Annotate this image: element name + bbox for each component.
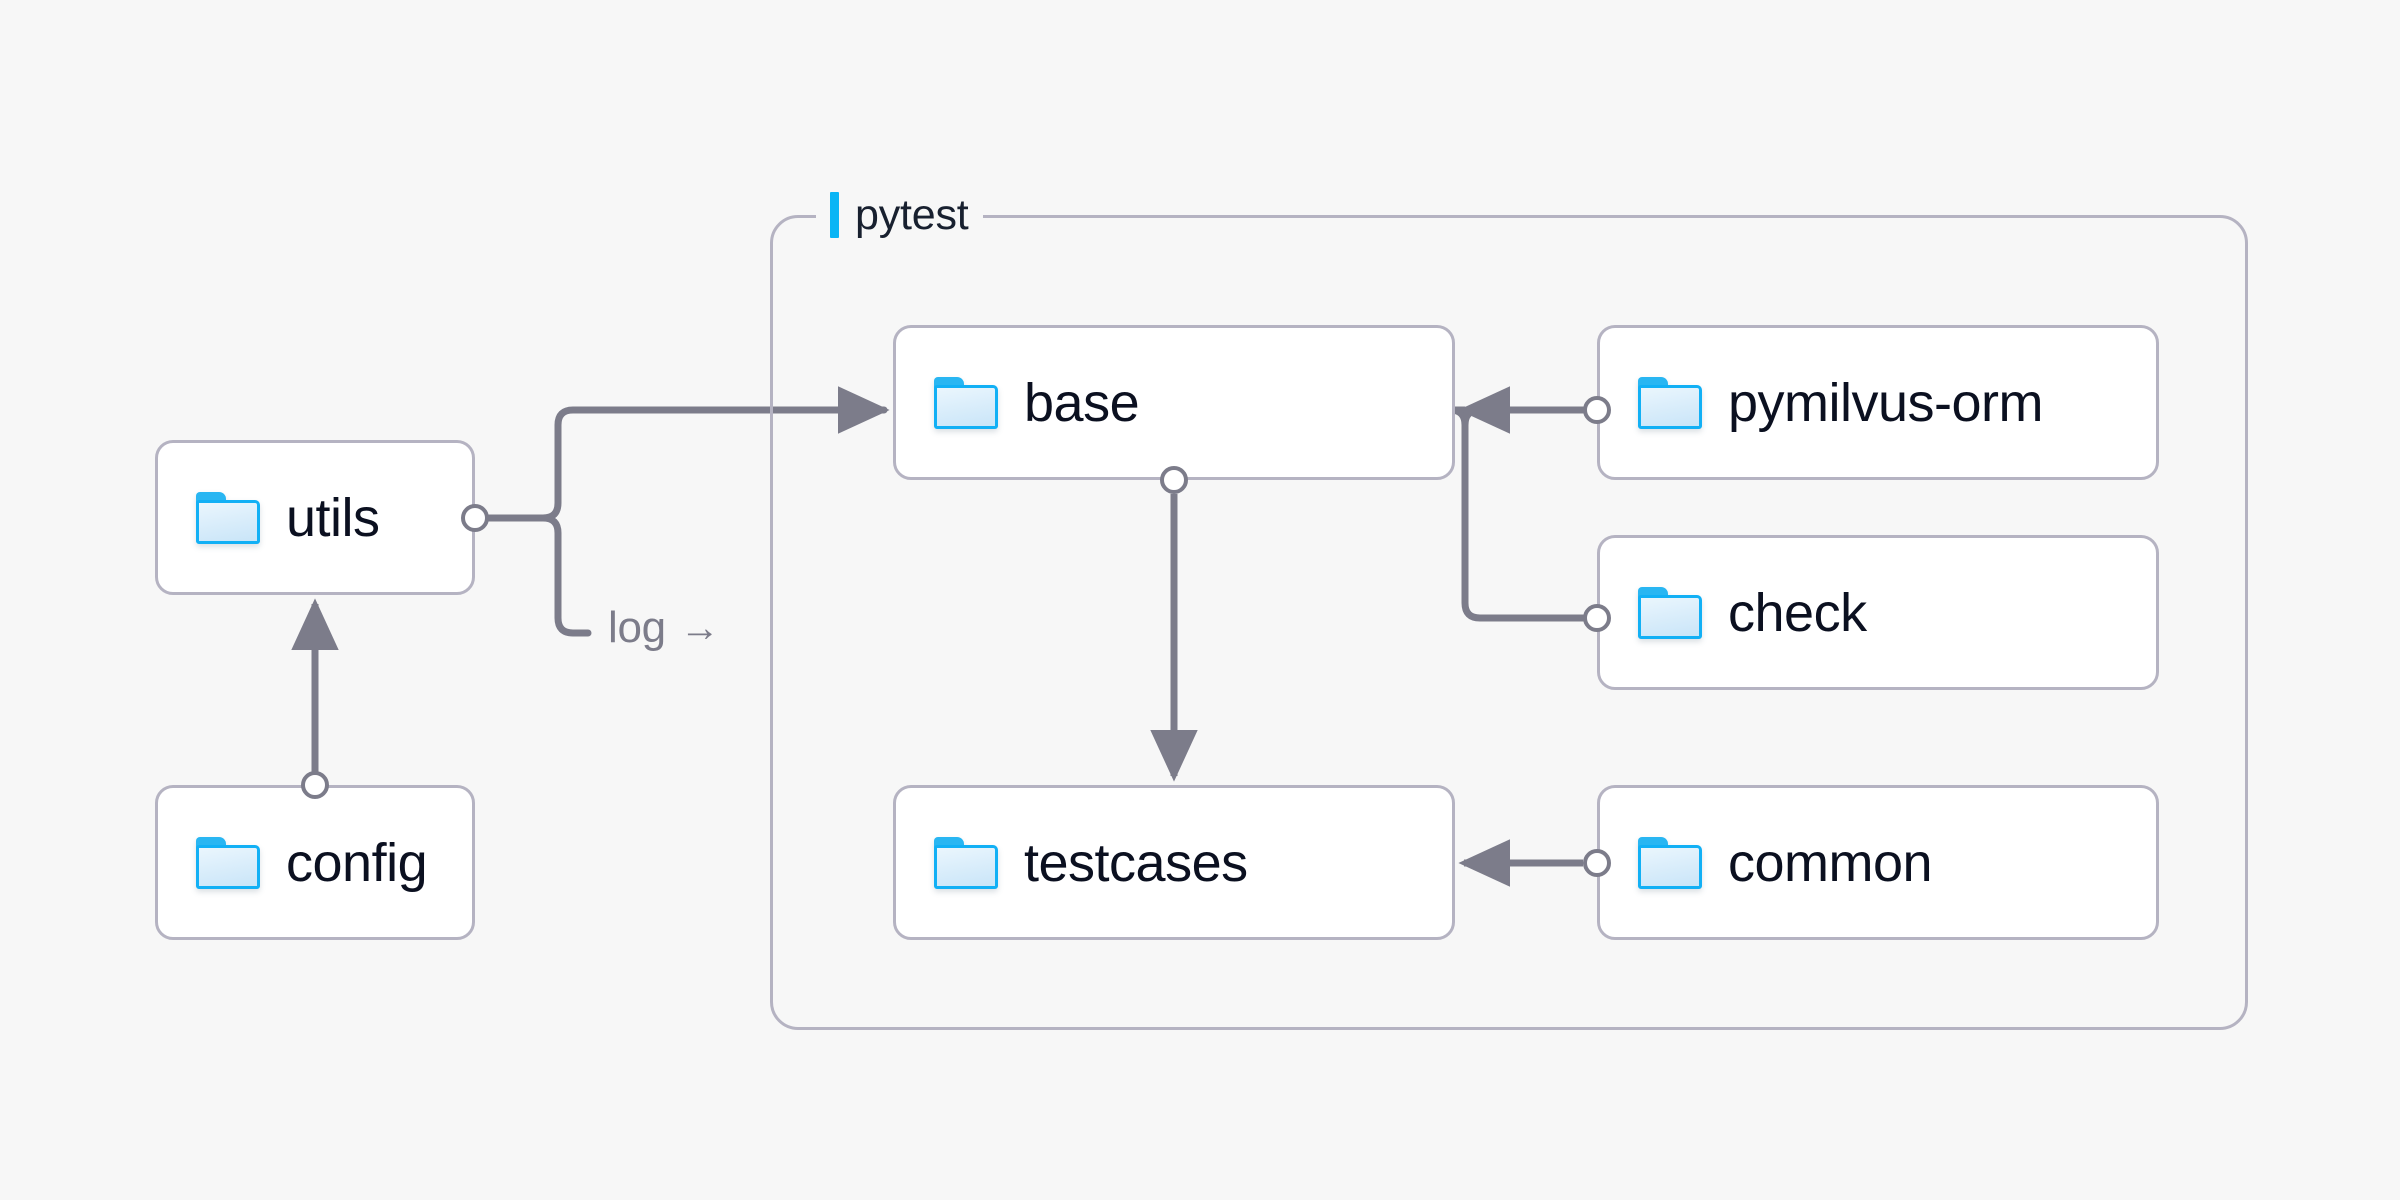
handle-base-bottom[interactable] — [1160, 466, 1188, 494]
arrow-right-icon: → — [679, 606, 720, 650]
node-common-label: common — [1728, 832, 1933, 893]
folder-icon — [1638, 376, 1702, 429]
group-label-text: pytest — [855, 190, 969, 239]
node-pymilvus-orm-label: pymilvus-orm — [1728, 372, 2044, 433]
node-base-content: base — [896, 372, 1140, 434]
edge-label-log: log → — [598, 604, 730, 652]
node-common-content: common — [1600, 832, 1933, 894]
folder-icon — [196, 836, 260, 889]
handle-pymilvus-orm-left[interactable] — [1583, 396, 1611, 424]
node-utils-label: utils — [286, 487, 380, 548]
node-testcases[interactable]: testcases — [893, 785, 1455, 940]
folder-icon — [1638, 586, 1702, 639]
edge-utils-to-log — [539, 514, 592, 637]
node-check-label: check — [1728, 582, 1867, 643]
node-config[interactable]: config — [155, 785, 475, 940]
folder-icon — [1638, 836, 1702, 889]
node-check-content: check — [1600, 582, 1867, 644]
node-pymilvus-orm[interactable]: pymilvus-orm — [1597, 325, 2159, 480]
node-config-label: config — [286, 832, 428, 893]
node-check[interactable]: check — [1597, 535, 2159, 690]
node-testcases-content: testcases — [896, 832, 1248, 894]
group-accent-bar — [830, 192, 839, 238]
node-config-content: config — [158, 832, 428, 894]
group-pytest[interactable] — [770, 215, 2248, 1030]
folder-icon — [934, 376, 998, 429]
node-base[interactable]: base — [893, 325, 1455, 480]
handle-common-left[interactable] — [1583, 849, 1611, 877]
node-utils[interactable]: utils — [155, 440, 475, 595]
node-testcases-label: testcases — [1024, 832, 1248, 893]
node-pymilvus-orm-content: pymilvus-orm — [1600, 372, 2044, 434]
folder-icon — [934, 836, 998, 889]
handle-config-top[interactable] — [301, 771, 329, 799]
node-base-label: base — [1024, 372, 1140, 433]
edge-label-log-text: log — [608, 603, 666, 652]
handle-utils-right[interactable] — [461, 504, 489, 532]
folder-icon — [196, 491, 260, 544]
node-common[interactable]: common — [1597, 785, 2159, 940]
handle-check-left[interactable] — [1583, 604, 1611, 632]
node-utils-content: utils — [158, 487, 380, 549]
group-pytest-label: pytest — [816, 185, 983, 245]
